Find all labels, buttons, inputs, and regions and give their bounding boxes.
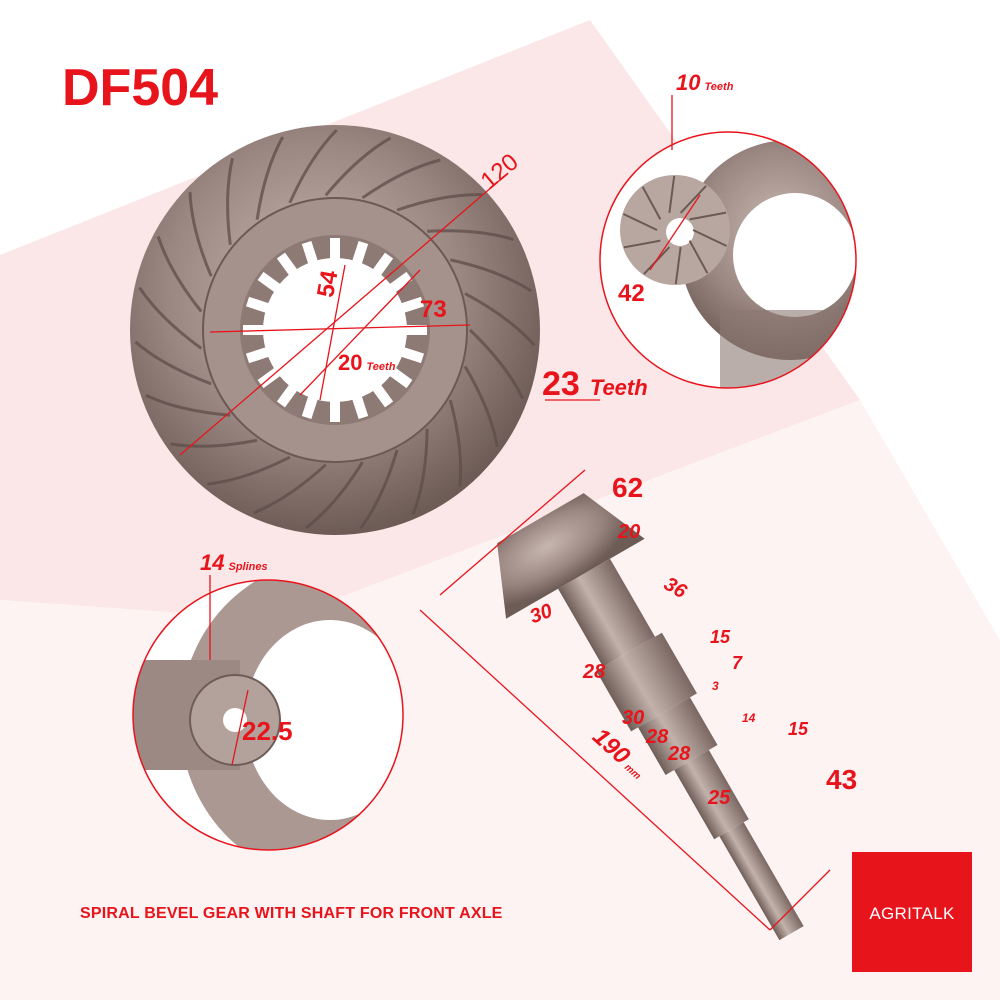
gear-inner-spline xyxy=(301,240,319,267)
gear-tooth xyxy=(288,128,338,204)
gear-tooth xyxy=(255,136,285,220)
shaft-dim-8: 28 xyxy=(646,726,669,748)
brand-logo: AGRITALK xyxy=(852,852,972,972)
gear-inner-spline xyxy=(398,346,425,364)
bevel-gear xyxy=(130,125,540,535)
pinion-tooth xyxy=(688,240,709,274)
shaft-dim-10: 14 xyxy=(742,711,756,725)
pinion-tooth xyxy=(689,211,727,221)
product-caption: SPIRAL BEVEL GEAR WITH SHAFT FOR FRONT A… xyxy=(80,905,503,922)
brand-logo-text: AGRITALK xyxy=(869,904,955,923)
shaft-dim-3: 15 xyxy=(710,627,731,647)
gear-inner-spline xyxy=(245,296,272,314)
gear-inner-spline xyxy=(243,325,267,335)
gear-tooth xyxy=(464,292,536,347)
shaft-dim-5: 28 xyxy=(583,661,606,683)
shaft-dim-6: 3 xyxy=(712,679,719,693)
shaft-dim-0: 20 xyxy=(618,521,641,543)
gear-tooth xyxy=(468,328,525,400)
gear-inner-spline xyxy=(330,398,340,422)
gear-outer-teeth-label: 23 Teeth xyxy=(542,367,648,401)
gear-bore-label: 54 xyxy=(312,268,344,300)
pinion-tooth xyxy=(641,186,662,220)
page-title: DF504 xyxy=(62,59,219,117)
gear-inner-spline xyxy=(351,393,369,420)
spline-diameter-label: 22.5 xyxy=(242,716,293,746)
gear-tooth xyxy=(463,365,499,447)
shaft-dim-11: 15 xyxy=(788,719,809,739)
gear-inner-spline xyxy=(351,240,369,267)
shaft-dim-13: 25 xyxy=(708,787,731,809)
spline-inset xyxy=(132,579,404,851)
gear-tooth xyxy=(449,258,533,293)
gear-outer-teeth-unit: Teeth xyxy=(589,375,648,400)
gear-tooth xyxy=(305,461,364,530)
gear-inner-teeth-value: 20 xyxy=(338,350,363,375)
gear-inner-spline xyxy=(403,325,427,335)
gear-inner-diameter-label: 73 xyxy=(420,296,447,323)
shaft-dim-4: 7 xyxy=(732,653,743,673)
pinion-tooth xyxy=(623,239,661,249)
shaft-dim-9: 28 xyxy=(668,743,691,765)
gear-inner-spline xyxy=(330,238,340,262)
gear-inner-teeth-unit: Teeth xyxy=(366,361,396,373)
shaft-dim-12: 43 xyxy=(826,764,858,795)
gear-tooth xyxy=(361,158,441,200)
spline-count-unit: Splines xyxy=(228,561,268,573)
pinion-diameter-label: 42 xyxy=(618,280,645,307)
gear-tooth xyxy=(134,340,212,386)
pinion-tooth xyxy=(622,213,658,231)
gear-tooth xyxy=(145,394,231,417)
spline-count-value: 14 xyxy=(200,550,225,575)
gear-tooth xyxy=(359,449,399,530)
gear-tooth xyxy=(138,286,203,350)
gear-tooth xyxy=(156,236,203,313)
gear-tooth xyxy=(253,463,327,515)
gear-tooth xyxy=(396,193,483,212)
gear-tooth xyxy=(170,438,258,448)
gear-tooth xyxy=(188,192,213,277)
gear-inner-spline xyxy=(301,393,319,420)
shaft-dim-7: 30 xyxy=(622,707,645,729)
gear-tooth xyxy=(226,157,234,245)
pinion-shaft xyxy=(497,493,804,941)
gear-tooth xyxy=(324,136,392,197)
pinion-tooth xyxy=(668,175,676,214)
pinion-tooth xyxy=(679,185,707,214)
gear-tooth xyxy=(427,229,514,241)
gear-inner-spline xyxy=(398,296,425,314)
gear-tooth xyxy=(411,428,429,515)
pinion-tooth xyxy=(674,246,682,285)
pinion-teeth-unit: Teeth xyxy=(704,81,734,93)
gear-tooth xyxy=(207,455,291,486)
pinion-tooth xyxy=(692,229,728,247)
gear-tooth xyxy=(448,399,463,487)
pinion-teeth-value: 10 xyxy=(676,70,701,95)
gear-outer-teeth-value: 23 xyxy=(542,365,580,403)
shaft-head-diameter-label: 62 xyxy=(612,472,644,503)
dimension-lines xyxy=(179,95,831,931)
gear-inner-spline xyxy=(245,346,272,364)
